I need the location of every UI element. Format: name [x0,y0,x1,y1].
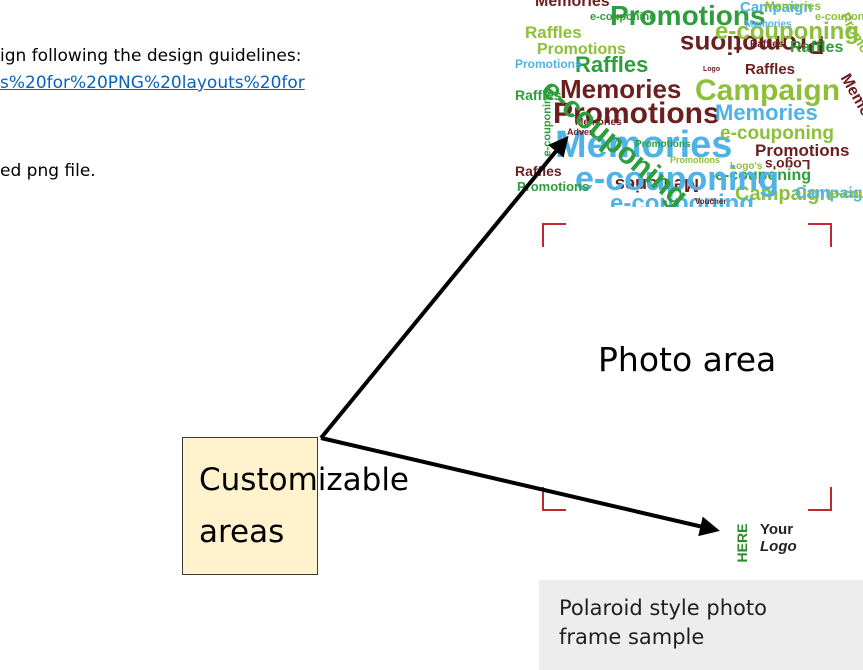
caption-text: Polaroid style photo frame sample [559,594,839,652]
arrow-to-word-cloud [319,135,569,440]
word-cloud-word: e-couponing [575,160,779,198]
word-cloud-word: e-couponing [715,167,811,184]
word-cloud-word: Raffles [575,52,649,77]
word-cloud-word: e-couponing [815,11,863,23]
word-cloud-word: Campaign [740,0,813,16]
word-cloud-word: e-couponing [590,11,656,23]
word-cloud-word: Promotions [515,57,582,71]
word-cloud-word: Promotions [670,155,721,165]
word-cloud-word: e-couponing [720,123,834,144]
word-cloud-word: Raffles [745,61,796,78]
guidelines-link[interactable]: s%20for%20PNG%20layouts%20for [0,73,305,93]
word-cloud-word: Memories [765,0,822,13]
callout-line-2: areas [199,514,285,550]
word-cloud-word: Promotions [755,141,850,160]
word-cloud-word: Memories [535,0,610,10]
word-cloud-word: Raffles [790,39,844,56]
word-cloud-word: Promotions [517,179,590,194]
word-cloud-word: Voucher [695,197,727,206]
logo-your-text: Your [760,521,794,538]
word-cloud-word: Advert [567,127,596,137]
corner-mark-top-left [542,223,566,247]
word-cloud-word: Raffles [515,87,562,103]
word-cloud-word: Raffles [750,39,784,50]
caption-line-1: Polaroid style photo [559,596,767,620]
word-cloud-word: e-couponing [610,190,754,208]
word-cloud-word: e-coup [830,185,863,201]
corner-mark-bottom-left [542,487,566,511]
word-cloud-word: Memories [575,117,622,128]
word-cloud-word: Memories [560,74,682,104]
word-cloud-word: Memories [715,100,818,125]
photo-area-label: Photo area [598,340,777,379]
word-cloud-word: Logo [703,66,721,73]
arrow-to-logo [320,436,720,537]
word-cloud-image: MemoriesPromotionsCampaigne-couponingRaf… [515,0,863,207]
word-cloud-word: Promotions [537,41,626,58]
word-cloud-word: Promotions [635,139,691,150]
instruction-text: ign following the design guidelines: [0,46,302,66]
word-cloud-word: Promotions [610,0,766,31]
word-cloud-word: e-couponing [715,18,859,45]
word-cloud-word: Memories [745,19,792,30]
caption-box: Polaroid style photo frame sample [539,580,863,670]
word-cloud-word: Promotions [553,97,720,130]
corner-mark-bottom-right [808,487,832,511]
logo-logo-text: Logo [760,538,797,555]
word-cloud-word: Raffles [525,23,582,42]
word-cloud-word: Campaign [795,185,863,202]
corner-mark-top-right [808,223,832,247]
word-cloud-word: Memories [555,124,733,166]
word-cloud-word: Logo's [730,161,763,172]
word-cloud-word: Campaign [695,74,841,107]
caption-line-2: frame sample [559,625,705,649]
word-cloud-word: Campaign [735,183,832,205]
file-instruction-text: ed png file. [0,161,96,181]
